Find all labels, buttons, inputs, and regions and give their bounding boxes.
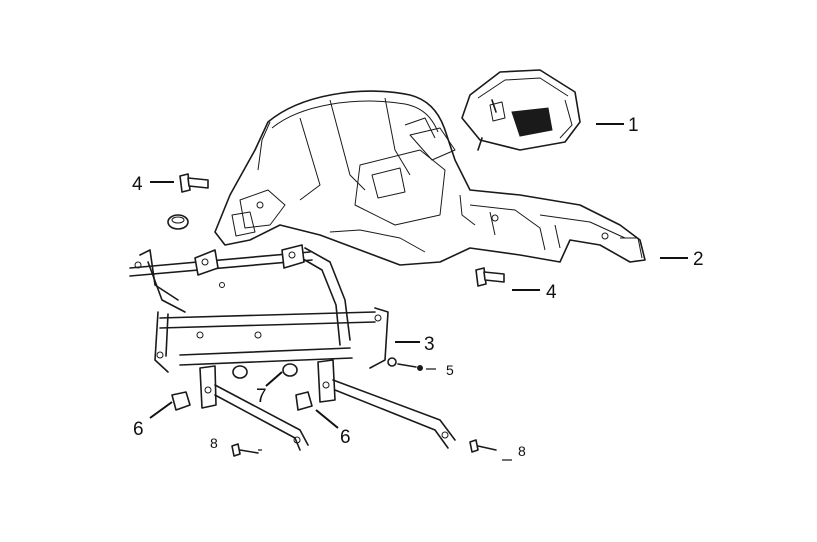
part-bolt-8-right xyxy=(469,439,497,453)
part-bolt-5 xyxy=(387,357,423,371)
callout-8-left: 8 xyxy=(210,435,218,451)
part-bracket-frame xyxy=(129,244,456,451)
leader-lines xyxy=(149,123,688,461)
callout-5: 5 xyxy=(446,362,454,378)
part-front-cover xyxy=(214,90,646,266)
part-damper-6 xyxy=(171,391,313,411)
callout-4-upper: 4 xyxy=(132,174,143,195)
callout-1: 1 xyxy=(628,115,639,136)
callout-7: 7 xyxy=(256,386,267,407)
callout-3: 3 xyxy=(424,334,435,355)
part-instrument-cluster xyxy=(461,69,581,151)
callout-2: 2 xyxy=(693,249,704,270)
part-screw-4-upper xyxy=(179,173,209,193)
part-grommet-upper xyxy=(167,214,189,230)
part-grommet-7 xyxy=(232,363,298,379)
callout-4-lower: 4 xyxy=(546,282,557,303)
part-bolt-8-left xyxy=(231,443,259,457)
callout-6-left: 6 xyxy=(133,419,144,440)
callout-8-right: 8 xyxy=(518,443,526,459)
callout-6-right: 6 xyxy=(340,427,351,448)
part-screw-4-lower xyxy=(475,267,505,287)
